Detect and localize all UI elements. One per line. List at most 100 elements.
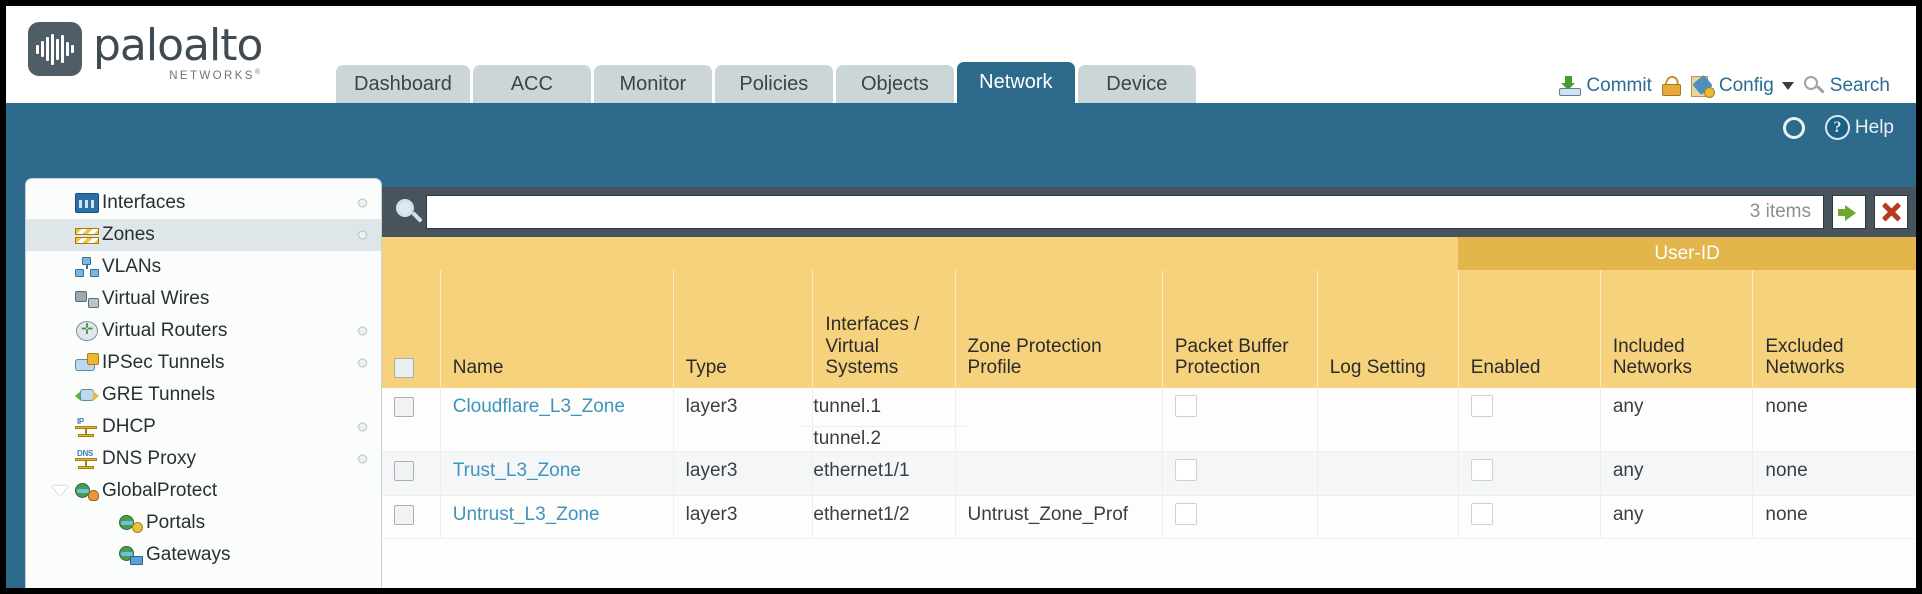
zone-type-cell: layer3 [673,495,814,540]
commit-button[interactable]: Commit [1559,75,1652,97]
config-dropdown[interactable]: Config [1690,74,1794,98]
help-button[interactable]: ? Help [1824,115,1894,140]
brand-registered: ® [254,69,263,76]
row-select-cell [382,451,441,496]
select-all-header [382,270,441,389]
column-header-excluded-networks[interactable]: Excluded Networks [1752,270,1916,389]
filter-bar: 3 items [382,187,1916,237]
zone-type-cell: layer3 [673,451,814,496]
column-header-type[interactable]: Type [673,270,814,389]
column-header-enabled[interactable]: Enabled [1458,270,1601,389]
user-id-enabled-checkbox[interactable] [1470,395,1493,418]
group-header-row: User-ID [382,237,1916,271]
column-header-packet-buffer-protection[interactable]: Packet Buffer Protection [1162,270,1318,389]
column-header-row: Name Type Interfaces / Virtual Systems Z… [382,270,1916,389]
lock-button[interactable] [1661,73,1681,96]
interface-item: tunnel.1 [801,388,967,428]
user-id-enabled-cell [1458,495,1601,540]
packet-buffer-protection-checkbox[interactable] [1174,458,1197,481]
col-exc-line1: Excluded [1765,335,1844,357]
sidebar-item-virtual-wires[interactable]: Virtual Wires [26,283,381,315]
column-header-included-networks[interactable]: Included Networks [1600,270,1754,389]
interface-item: ethernet1/1 [813,459,910,481]
expander-triangle-icon[interactable] [52,486,68,496]
config-icon [1690,74,1715,98]
sidebar-item-status-dot [358,326,367,336]
zone-name-link[interactable]: Cloudflare_L3_Zone [452,396,625,418]
tab-network[interactable]: Network [956,62,1075,103]
sidebar-item-gre-tunnels[interactable]: GRE Tunnels [26,379,381,411]
tab-device[interactable]: Device [1077,65,1196,103]
tab-objects[interactable]: Objects [835,65,954,103]
apply-filter-button[interactable] [1832,195,1866,229]
sidebar-item-portals[interactable]: Portals [26,507,381,539]
zone-protection-profile-cell [955,388,1163,452]
select-all-checkbox[interactable] [394,357,414,378]
row-select-checkbox[interactable] [394,460,414,481]
sidebar-item-interfaces[interactable]: Interfaces [26,187,381,219]
packet-buffer-protection-checkbox[interactable] [1174,502,1197,525]
vlans-icon [74,256,100,278]
question-mark-icon: ? [1824,115,1850,140]
dhcp-icon: IP [74,416,100,438]
tab-label: Monitor [619,72,687,95]
col-if-line1: Interfaces / [825,314,920,336]
sidebar-item-label: Virtual Wires [102,288,210,309]
tab-label: Device [1106,72,1168,95]
user-id-enabled-checkbox[interactable] [1470,458,1493,481]
interface-item: ethernet1/2 [813,503,910,525]
column-header-name[interactable]: Name [440,270,674,389]
sidebar-item-globalprotect[interactable]: GlobalProtect [26,475,381,507]
tab-monitor[interactable]: Monitor [593,65,712,103]
col-if-line3: Systems [825,357,899,378]
sidebar-item-status-dot [358,230,367,240]
col-zpp-line2: Profile [967,357,1022,378]
user-id-enabled-checkbox[interactable] [1470,502,1493,525]
gre-tunnels-icon [74,384,100,406]
column-header-interfaces[interactable]: Interfaces / Virtual Systems [812,270,956,389]
excluded-networks-cell: none [1752,495,1916,540]
filter-search-input[interactable]: 3 items [426,195,1824,229]
zone-protection-profile-cell [955,451,1163,496]
tab-acc[interactable]: ACC [472,65,591,103]
sidebar-item-label: Virtual Routers [102,320,228,341]
virtual-wires-icon [74,288,100,310]
row-select-checkbox[interactable] [394,397,414,418]
zone-name-link[interactable]: Untrust_L3_Zone [452,503,600,525]
sidebar-item-label: Zones [102,224,155,245]
search-icon[interactable] [390,194,426,230]
sidebar-item-label: GRE Tunnels [102,384,215,405]
sidebar-item-virtual-routers[interactable]: Virtual Routers [26,315,381,347]
col-zpp-line1: Zone Protection [967,335,1102,357]
sidebar-item-ipsec-tunnels[interactable]: IPSec Tunnels [26,347,381,379]
clear-filter-button[interactable] [1874,195,1908,229]
globalprotect-icon [74,480,100,502]
sidebar-item-label: DHCP [102,416,156,437]
search-button[interactable]: Search [1803,75,1890,97]
tab-policies[interactable]: Policies [714,65,833,103]
zones-table: User-ID Name Type Interfaces / Virtual S… [382,237,1916,540]
row-select-cell [382,388,441,452]
excluded-networks-cell: none [1752,451,1916,496]
logo-mark-icon [28,22,82,76]
sidebar-item-gateways[interactable]: Gateways [26,539,381,571]
refresh-icon[interactable] [1781,116,1807,140]
sidebar-item-label: VLANs [102,256,162,277]
packet-buffer-protection-checkbox[interactable] [1174,395,1197,418]
tab-dashboard[interactable]: Dashboard [336,65,470,103]
column-header-log-setting[interactable]: Log Setting [1317,270,1459,389]
zone-name-link[interactable]: Trust_L3_Zone [452,459,581,481]
sidebar-item-zones[interactable]: Zones [26,219,381,251]
tab-label: Objects [860,72,929,95]
row-select-checkbox[interactable] [394,504,414,525]
sidebar-item-vlans[interactable]: VLANs [26,251,381,283]
column-header-zone-protection-profile[interactable]: Zone Protection Profile [955,270,1163,389]
